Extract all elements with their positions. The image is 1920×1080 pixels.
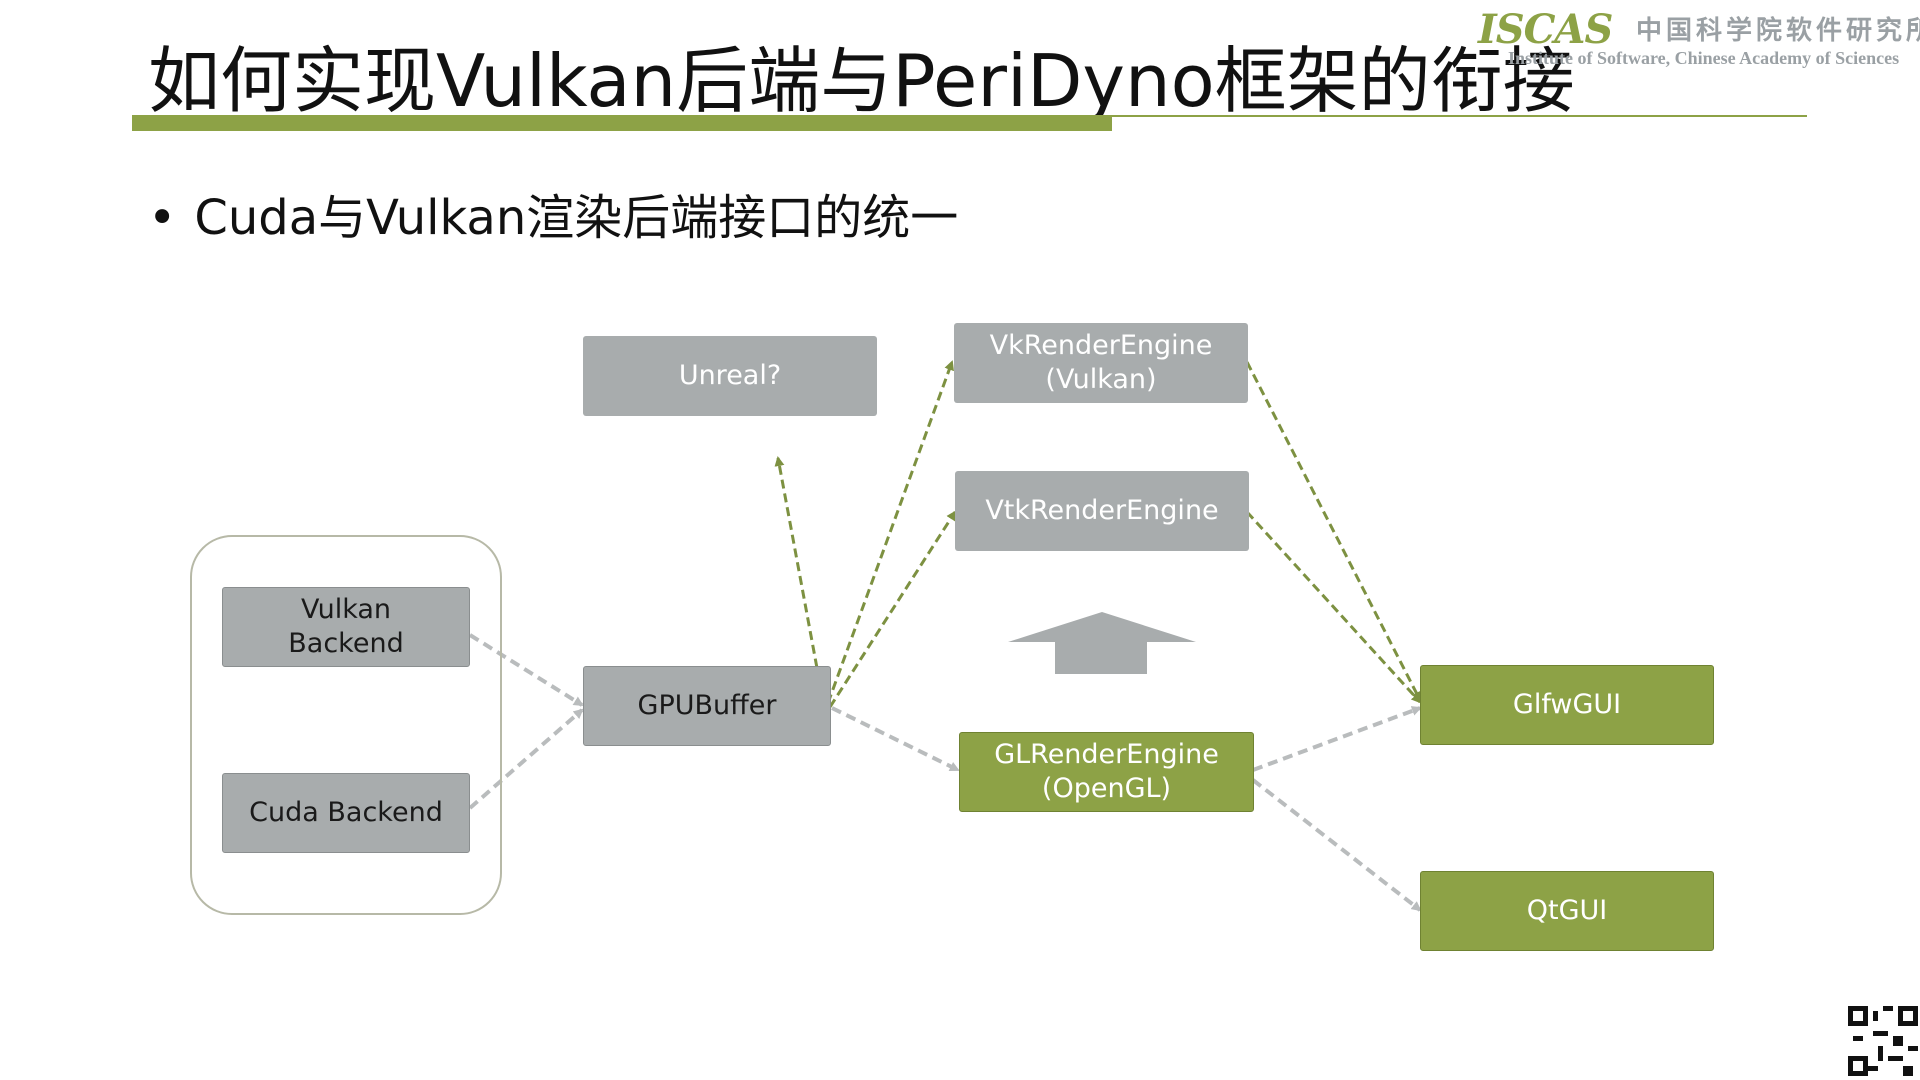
bullet-text: Cuda与Vulkan渲染后端接口的统一 bbox=[194, 190, 959, 246]
arrow-gpubuffer-to-glrenderengine bbox=[831, 706, 960, 772]
bullet-item: • Cuda与Vulkan渲染后端接口的统一 bbox=[148, 178, 958, 248]
slide-title: 如何实现Vulkan后端与PeriDyno框架的衔接 bbox=[148, 39, 1575, 123]
arrow-vulkan-backend-to-gpubuffer bbox=[468, 633, 584, 707]
arrow-glrenderengine-to-glfwgui bbox=[1252, 706, 1422, 772]
arrow-gpubuffer-to-unreal bbox=[774, 456, 824, 696]
node-vkrenderengine: VkRenderEngine (Vulkan) bbox=[954, 323, 1248, 403]
title-underline-thin bbox=[1112, 115, 1807, 117]
node-vtkrenderengine: VtkRenderEngine bbox=[955, 471, 1249, 551]
node-glrenderengine: GLRenderEngine (OpenGL) bbox=[959, 732, 1254, 812]
backend-group bbox=[190, 535, 502, 915]
arrow-gpubuffer-to-vkrenderengine bbox=[826, 360, 954, 704]
title-underline-thick bbox=[132, 115, 1112, 131]
arrow-vkrenderengine-to-glfwgui bbox=[1245, 361, 1422, 702]
bullet-dot-icon: • bbox=[148, 190, 177, 246]
node-glfwgui: GlfwGUI bbox=[1420, 665, 1714, 745]
node-gpubuffer: GPUBuffer bbox=[583, 666, 831, 746]
arrow-vtkrenderengine-to-glfwgui bbox=[1245, 510, 1422, 704]
node-unreal: Unreal? bbox=[583, 336, 877, 416]
node-cuda-backend: Cuda Backend bbox=[222, 773, 470, 853]
logo-english-name: Institute of Software, Chinese Academy o… bbox=[1508, 48, 1900, 68]
qr-code-icon bbox=[1848, 1006, 1918, 1076]
arrow-gpubuffer-to-vtkrenderengine bbox=[828, 510, 957, 708]
logo-chinese-name: 中国科学院软件研究所 bbox=[1636, 16, 1920, 46]
arrow-glrenderengine-to-qtgui bbox=[1251, 778, 1422, 912]
arrow-cuda-backend-to-gpubuffer bbox=[468, 708, 584, 810]
iscas-logo: ISCAS 中国科学院软件研究所 Institute of Software, … bbox=[1478, 6, 1920, 68]
block-up-arrow-icon bbox=[1008, 612, 1196, 674]
node-qtgui: QtGUI bbox=[1420, 871, 1714, 951]
node-vulkan-backend: Vulkan Backend bbox=[222, 587, 470, 667]
logo-mark: ISCAS bbox=[1478, 6, 1613, 53]
